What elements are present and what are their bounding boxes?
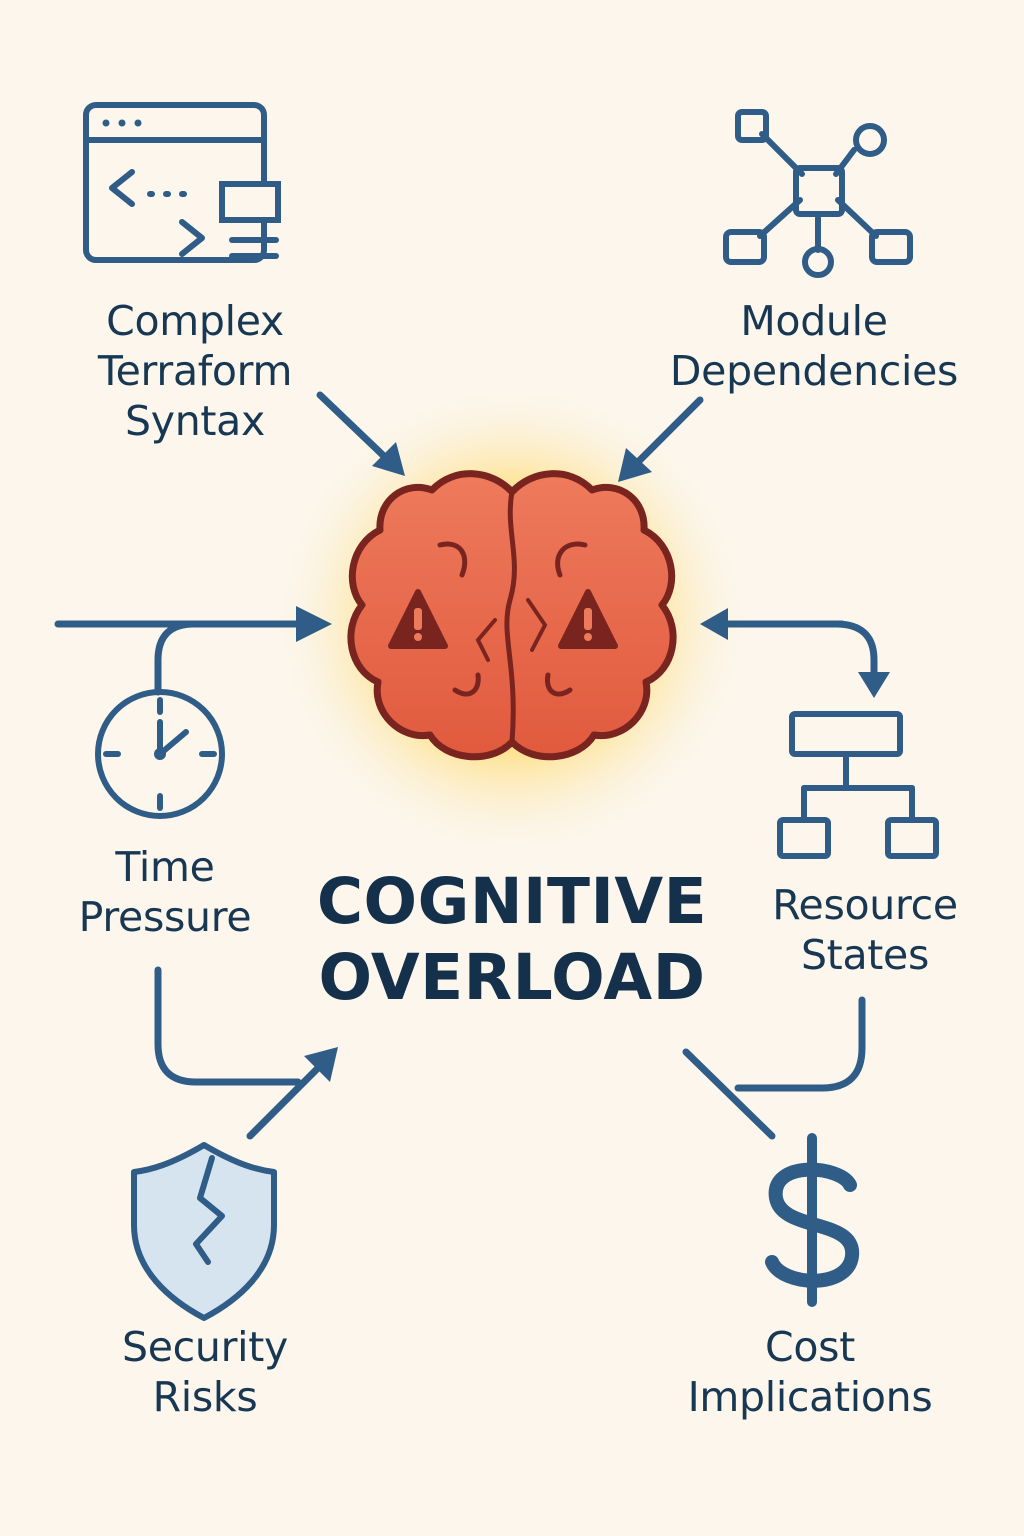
code-window-icon xyxy=(83,102,281,263)
cracked-shield-icon xyxy=(131,1142,277,1321)
warning-icon-left xyxy=(388,589,448,649)
resource-states-label: Resource States xyxy=(740,880,990,980)
module-dependencies-line2: Dependencies xyxy=(669,347,959,395)
clock-icon xyxy=(95,689,225,819)
time-pressure-label: Time Pressure xyxy=(40,842,290,942)
module-dependencies-label: Module Dependencies xyxy=(624,296,1004,396)
resource-states-line2: States xyxy=(800,931,930,979)
complex-syntax-label: Complex Terraform Syntax xyxy=(40,296,350,446)
time-pressure-line1: Time xyxy=(115,843,215,891)
arrow-overload-to-cost xyxy=(682,996,866,1140)
title-line2: OVERLOAD xyxy=(318,941,706,1014)
dollar-icon xyxy=(765,1133,860,1307)
security-risks-line1: Security xyxy=(122,1323,288,1371)
cognitive-overload-title: COGNITIVE OVERLOAD xyxy=(282,864,742,1016)
network-nodes-icon xyxy=(723,109,913,278)
title-line1: COGNITIVE xyxy=(316,865,708,938)
arrow-time-to-brain xyxy=(54,606,332,696)
warning-icon-right xyxy=(558,589,618,649)
complex-syntax-line2: Terraform xyxy=(97,347,293,395)
cost-implications-label: Cost Implications xyxy=(650,1322,970,1422)
brain-icon xyxy=(347,470,677,761)
arrow-dependencies-to-brain xyxy=(618,396,704,482)
time-pressure-line2: Pressure xyxy=(78,893,252,941)
cost-implications-line2: Implications xyxy=(687,1373,933,1421)
complex-syntax-line1: Complex xyxy=(106,297,284,345)
complex-syntax-line3: Syntax xyxy=(125,397,265,445)
arrow-time-security-to-overload xyxy=(154,966,338,1140)
security-risks-line2: Risks xyxy=(152,1373,258,1421)
module-dependencies-line1: Module xyxy=(740,297,888,345)
resource-states-line1: Resource xyxy=(772,881,958,929)
hierarchy-icon xyxy=(777,711,939,859)
arrow-syntax-to-brain xyxy=(316,391,405,476)
cost-implications-line1: Cost xyxy=(765,1323,855,1371)
security-risks-label: Security Risks xyxy=(80,1322,330,1422)
arrow-brain-to-resource xyxy=(700,608,890,698)
